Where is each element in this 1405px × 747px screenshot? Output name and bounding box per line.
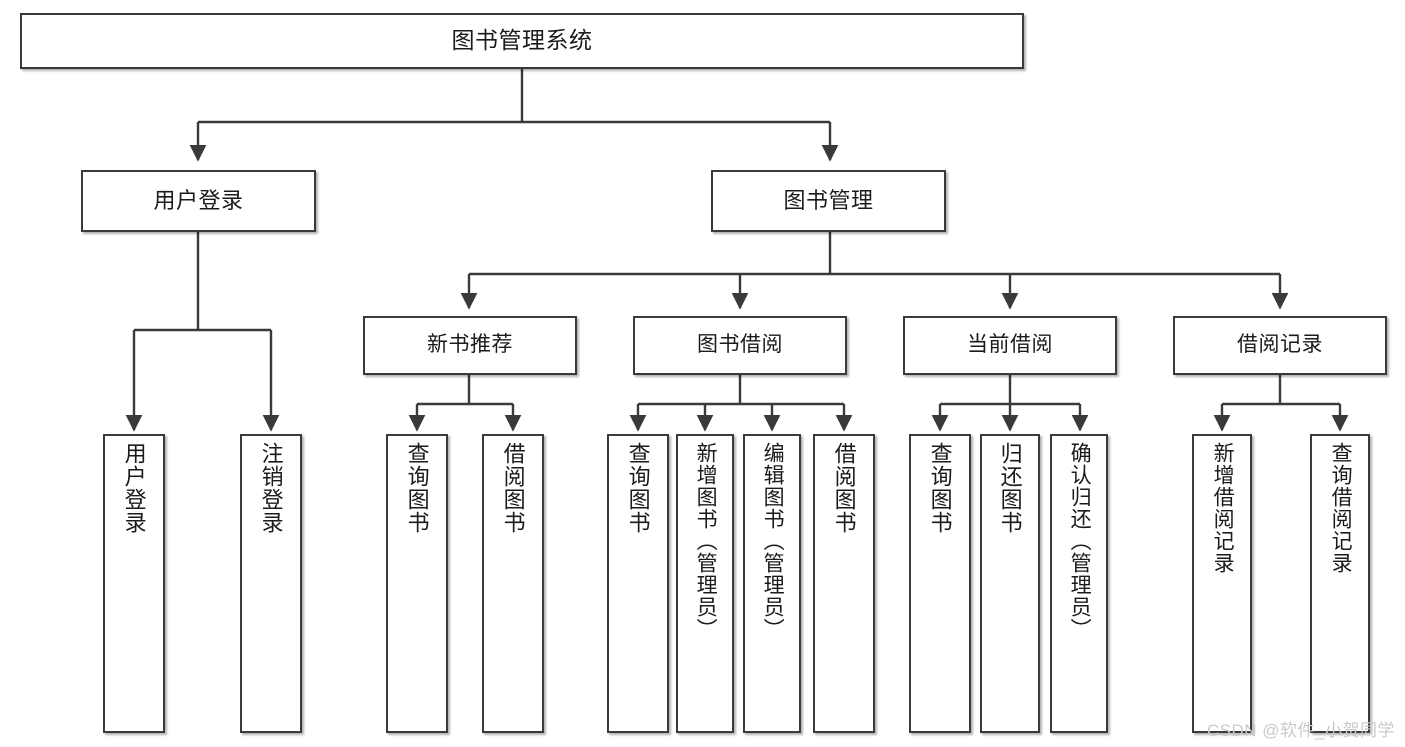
node-borrow-record[interactable]: 借阅记录 <box>1173 316 1387 375</box>
node-label: 查询图书 <box>927 442 953 534</box>
node-label: 编辑图书（管理员） <box>761 442 785 640</box>
node-label: 图书管理 <box>783 188 874 214</box>
leaf-user-login-login[interactable]: 用户登录 <box>103 434 165 733</box>
node-label: 图书借阅 <box>697 333 783 357</box>
node-label: 借阅记录 <box>1237 333 1323 357</box>
node-book-borrow[interactable]: 图书借阅 <box>633 316 847 375</box>
leaf-current-borrow-query[interactable]: 查询图书 <box>909 434 971 733</box>
node-label: 归还图书 <box>997 442 1023 534</box>
node-label: 用户登录 <box>153 188 244 214</box>
leaf-new-book-query[interactable]: 查询图书 <box>386 434 448 733</box>
watermark: CSDN @软件_小贺同学 <box>1206 721 1395 740</box>
leaf-borrow-record-add[interactable]: 新增借阅记录 <box>1192 434 1252 733</box>
leaf-user-login-logout[interactable]: 注销登录 <box>240 434 302 733</box>
node-label: 当前借阅 <box>967 333 1053 357</box>
leaf-current-borrow-confirm-return[interactable]: 确认归还（管理员） <box>1050 434 1108 733</box>
leaf-borrow-record-query[interactable]: 查询借阅记录 <box>1310 434 1370 733</box>
node-current-borrow[interactable]: 当前借阅 <box>903 316 1117 375</box>
node-label: 借阅图书 <box>500 442 526 534</box>
node-label: 注销登录 <box>258 442 284 534</box>
leaf-book-borrow-borrow[interactable]: 借阅图书 <box>813 434 875 733</box>
node-user-login[interactable]: 用户登录 <box>81 170 316 232</box>
node-label: 新增借阅记录 <box>1211 442 1235 574</box>
node-book-management[interactable]: 图书管理 <box>711 170 946 232</box>
leaf-book-borrow-edit[interactable]: 编辑图书（管理员） <box>743 434 801 733</box>
node-label: 查询图书 <box>625 442 651 534</box>
node-label: 用户登录 <box>121 442 147 534</box>
node-label: 新增图书（管理员） <box>694 442 718 640</box>
leaf-current-borrow-return[interactable]: 归还图书 <box>980 434 1040 733</box>
node-label: 图书管理系统 <box>451 27 593 54</box>
leaf-book-borrow-query[interactable]: 查询图书 <box>607 434 669 733</box>
node-root-book-management-system[interactable]: 图书管理系统 <box>20 13 1024 69</box>
node-label: 新书推荐 <box>427 333 513 357</box>
node-label: 借阅图书 <box>831 442 857 534</box>
node-label: 查询图书 <box>404 442 430 534</box>
node-label: 查询借阅记录 <box>1329 442 1353 574</box>
leaf-new-book-borrow[interactable]: 借阅图书 <box>482 434 544 733</box>
node-new-book-recommend[interactable]: 新书推荐 <box>363 316 577 375</box>
leaf-book-borrow-add[interactable]: 新增图书（管理员） <box>676 434 734 733</box>
node-label: 确认归还（管理员） <box>1068 442 1092 640</box>
